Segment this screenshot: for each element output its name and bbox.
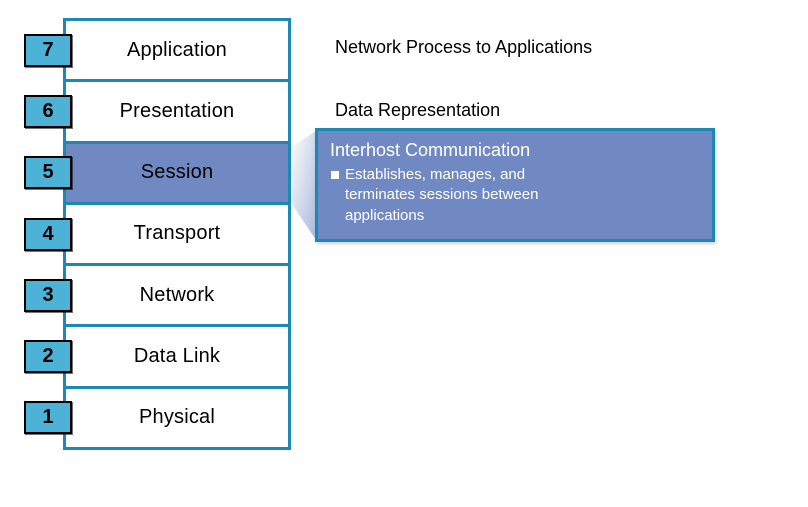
layer-number-badge-7: 7 <box>24 33 72 67</box>
layer-row-physical: Physical <box>66 385 288 447</box>
callout-bullet-text: Establishes, manages, and terminates ses… <box>345 165 539 224</box>
layer-label-transport: Transport <box>133 222 221 245</box>
layer-row-session: Session <box>66 140 288 202</box>
annotation-application: Network Process to Applications <box>335 37 593 57</box>
layer-row-data-link: Data Link <box>66 324 288 385</box>
layer-row-network: Network <box>66 263 288 324</box>
callout-bullet: Establishes, manages, and terminates ses… <box>330 165 700 227</box>
layer-number-badge-5: 5 <box>24 156 72 190</box>
annotation-presentation: Data Representation <box>335 100 501 120</box>
layer-row-transport: Transport <box>66 201 288 263</box>
layer-label-physical: Physical <box>138 406 216 429</box>
layer-number-badge-1: 1 <box>24 401 72 435</box>
callout-wedge-connector <box>291 131 316 240</box>
layer-label-data-link: Data Link <box>133 345 221 368</box>
callout-title: Interhost Communication <box>330 140 531 160</box>
bullet-square-icon <box>331 170 339 179</box>
layer-row-presentation: Presentation <box>66 79 288 140</box>
layer-label-network: Network <box>139 283 215 306</box>
layer-label-application: Application <box>126 38 228 61</box>
layer-number-badge-4: 4 <box>24 217 72 251</box>
layer-number-badge-6: 6 <box>24 94 72 128</box>
session-callout: Interhost Communication Establishes, man… <box>315 128 715 242</box>
layer-number-badge-2: 2 <box>24 340 72 374</box>
layer-label-session: Session <box>140 161 214 184</box>
layer-label-presentation: Presentation <box>119 99 235 122</box>
layer-number-badge-3: 3 <box>24 278 72 312</box>
layer-row-application: Application <box>66 21 288 79</box>
